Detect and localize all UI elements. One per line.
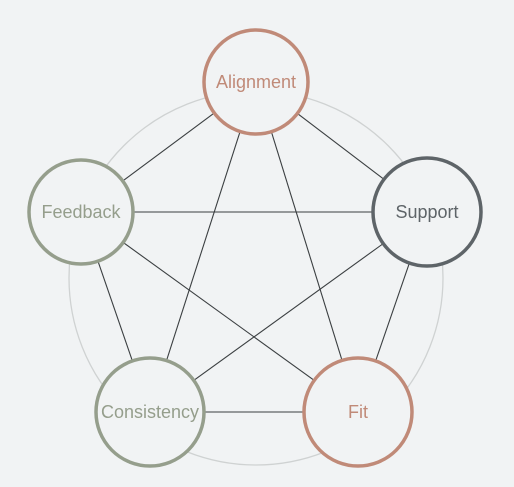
node-consistency-label: Consistency (101, 402, 199, 422)
edge-support-consistency (149, 211, 428, 413)
node-fit-label: Fit (348, 402, 368, 422)
node-fit-circle (302, 356, 414, 468)
edge-alignment-fit (255, 81, 359, 413)
node-support[interactable]: Support (371, 156, 483, 268)
edge-fit-feedback (80, 211, 359, 413)
node-consistency[interactable]: Consistency (94, 356, 206, 468)
node-consistency-circle (94, 356, 206, 468)
node-feedback-circle (27, 158, 135, 266)
node-support-circle (371, 156, 483, 268)
node-alignment[interactable]: Alignment (202, 28, 310, 136)
node-alignment-label: Alignment (216, 72, 296, 92)
node-layer: Alignment Support Fit Consistency Feedba… (27, 28, 483, 468)
node-fit[interactable]: Fit (302, 356, 414, 468)
node-support-label: Support (395, 202, 458, 222)
node-feedback[interactable]: Feedback (27, 158, 135, 266)
edge-alignment-consistency (149, 81, 257, 413)
node-feedback-label: Feedback (41, 202, 121, 222)
node-alignment-circle (202, 28, 310, 136)
